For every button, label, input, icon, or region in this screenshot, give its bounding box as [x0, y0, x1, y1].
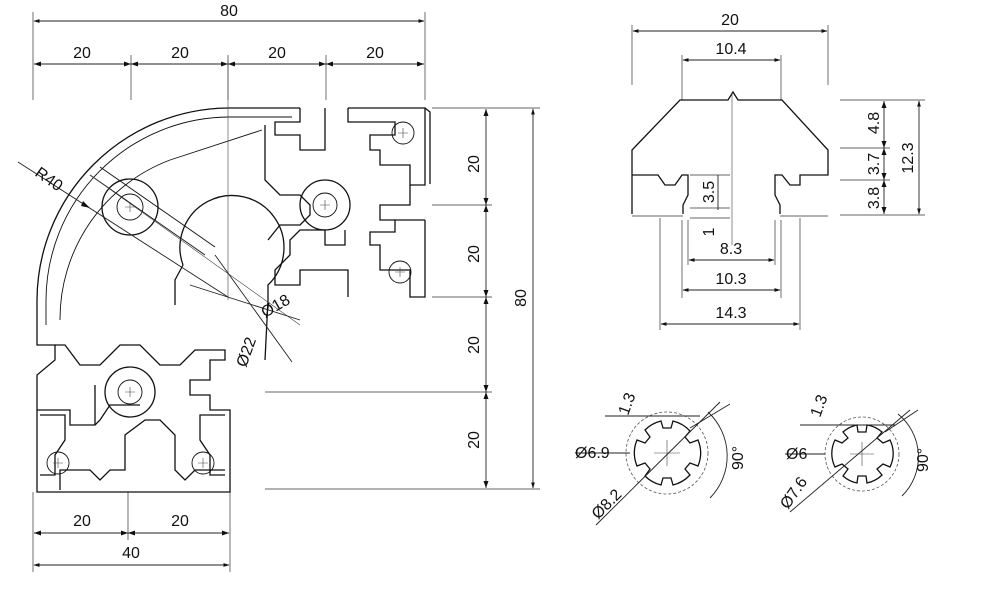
dim-slot-total-height: 12.3 — [900, 100, 921, 215]
dim-slot-inner-a: 8.3 — [688, 241, 775, 262]
dim-slot-inner-b-label: 10.3 — [715, 271, 746, 288]
core2-outer-dia: Ø7.6 — [777, 474, 811, 512]
dim-slot-height-2: 3.7 — [866, 153, 883, 175]
dim-top-seg-3: 20 — [268, 45, 286, 62]
dim-radius-label: R40 — [32, 164, 66, 195]
core-hole-detail-1: 1.3 Ø6.9 Ø8.2 90° — [575, 391, 747, 526]
core1-angle: 90° — [730, 446, 747, 470]
dim-right-seg-4: 20 — [466, 431, 483, 449]
dim-right-seg-3: 20 — [466, 336, 483, 354]
dim-overall-height: 80 — [513, 108, 535, 489]
dim-bottom-seg-1: 20 — [73, 513, 91, 530]
dim-slot-lip-gap: 1 — [701, 227, 718, 236]
dim-top-seg-4: 20 — [366, 45, 384, 62]
dim-slot-top-width-label: 20 — [721, 12, 739, 29]
slot-profile — [631, 90, 829, 214]
core-hole-detail-2: 1.3 Ø6 Ø7.6 90° — [777, 393, 932, 513]
dim-bottom-segments: 20 20 — [34, 513, 229, 536]
dim-slot-lip: 3.5 1 — [690, 174, 730, 236]
core1-inner-dia: Ø6.9 — [575, 445, 610, 462]
core2-tab: 1.3 — [808, 393, 832, 420]
core1-tab: 1.3 — [616, 391, 640, 418]
dim-bore-small: Ø18 — [259, 292, 294, 322]
dim-top-seg-2: 20 — [171, 45, 189, 62]
dim-bores: Ø18 Ø22 — [189, 254, 301, 369]
dim-right-seg-2: 20 — [466, 245, 483, 263]
dim-slot-opening: 10.4 — [682, 41, 781, 62]
dim-top-seg-1: 20 — [73, 45, 91, 62]
dim-bottom-seg-2: 20 — [171, 513, 189, 530]
dim-bottom-total-label: 40 — [122, 545, 140, 562]
dim-slot-inner-a-label: 8.3 — [720, 241, 742, 258]
dim-slot-opening-label: 10.4 — [715, 41, 746, 58]
dim-slot-lip-height: 3.5 — [701, 181, 718, 203]
dim-bore-large: Ø22 — [234, 335, 260, 369]
dim-slot-inner-c-label: 14.3 — [715, 305, 746, 322]
profile-outline — [36, 107, 431, 493]
dim-slot-inner-c: 14.3 — [660, 305, 800, 326]
dim-slot-inner-b: 10.3 — [682, 271, 781, 292]
dim-radius: R40 — [17, 161, 229, 298]
dim-slot-total-height-label: 12.3 — [900, 142, 917, 173]
core2-inner-dia: Ø6 — [786, 446, 807, 463]
main-profile-view: 80 20 20 20 20 20 20 20 20 80 — [17, 3, 540, 572]
dim-top-segments: 20 20 20 20 — [34, 45, 424, 67]
slot-detail-view: 20 10.4 3.5 1 8.3 — [631, 12, 925, 330]
core2-angle: 90° — [915, 448, 932, 472]
dim-slot-height-3: 3.8 — [866, 187, 883, 209]
dim-slot-right-heights: 4.8 3.7 3.8 — [866, 101, 887, 214]
dim-right-seg-1: 20 — [466, 155, 483, 173]
dim-bottom-total: 40 — [33, 545, 230, 567]
dim-right-segments: 20 20 20 20 — [466, 109, 489, 488]
dim-overall-width-label: 80 — [220, 3, 238, 20]
dim-slot-height-1: 4.8 — [866, 112, 883, 134]
core1-outer-dia: Ø8.2 — [589, 486, 626, 523]
dim-overall-width: 80 — [33, 3, 425, 23]
dim-slot-top-width: 20 — [632, 12, 828, 33]
core-holes-main — [46, 121, 415, 475]
dim-overall-height-label: 80 — [513, 289, 530, 307]
